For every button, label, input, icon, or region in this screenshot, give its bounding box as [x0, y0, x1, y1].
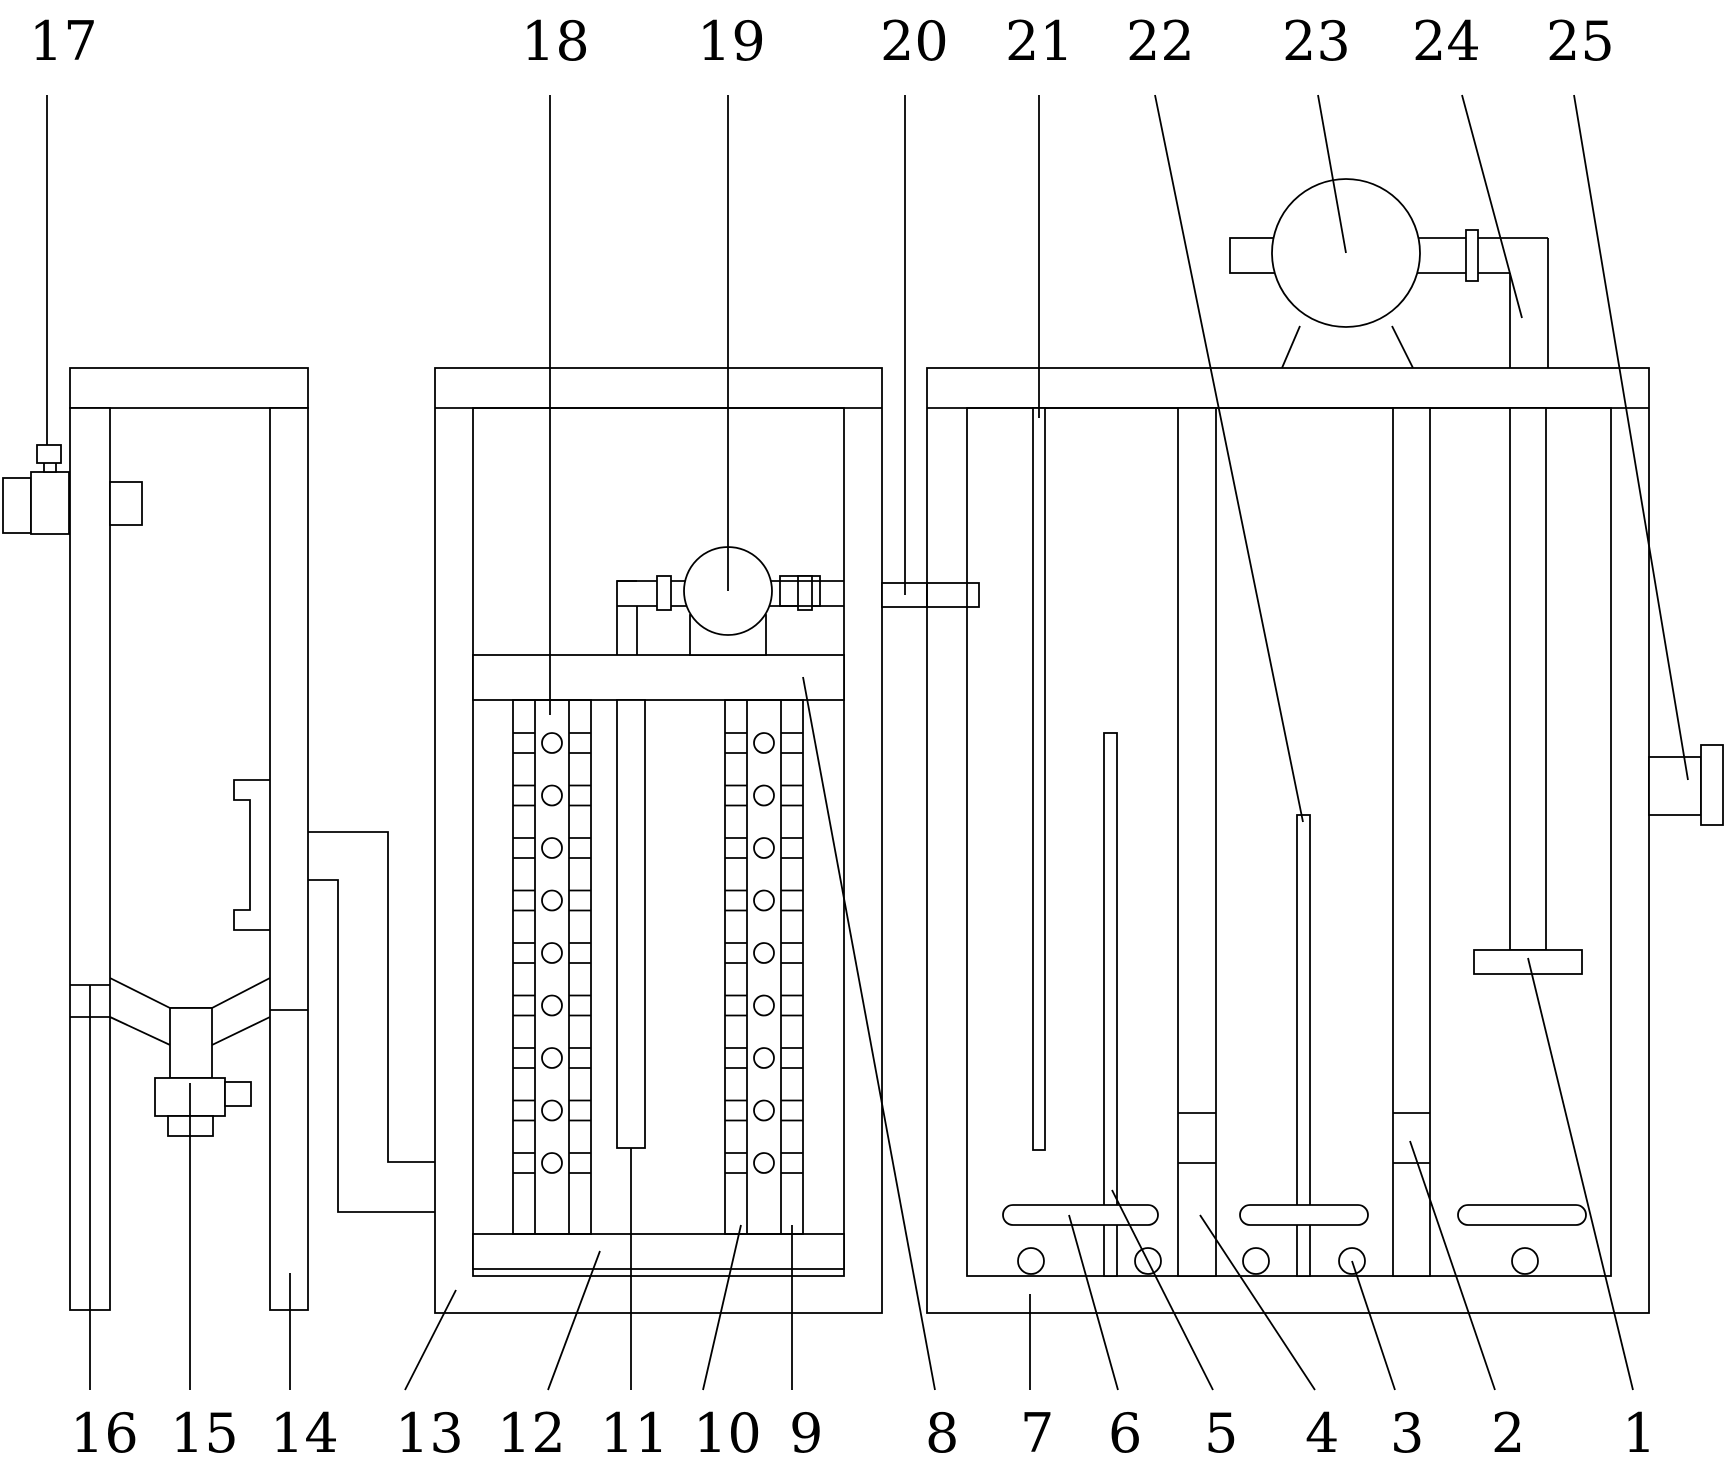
filter-hole [541, 942, 563, 964]
label-22: 22 [1126, 10, 1195, 73]
stirrer-shaft [1509, 407, 1547, 951]
aerator-bar-middle [1239, 1204, 1369, 1226]
inlet-stub [109, 481, 143, 526]
filter-hole [753, 1099, 775, 1122]
label-15: 15 [170, 1402, 239, 1463]
filter-hole [541, 1152, 563, 1174]
left-settling-tank [2, 367, 309, 1311]
label-1: 1 [1622, 1402, 1656, 1463]
label-19: 19 [697, 10, 766, 73]
label-10: 10 [693, 1402, 762, 1463]
level-probe [1032, 407, 1046, 1151]
inlet-valve [2, 444, 70, 535]
top-labels: 17 18 19 20 21 22 23 24 25 [29, 10, 1615, 73]
left-tank-right-wall [269, 407, 309, 1311]
label-9: 9 [789, 1402, 823, 1463]
funnel-bottom [109, 977, 271, 1079]
filter-hole [753, 1047, 775, 1069]
outlet-valve [1648, 744, 1724, 826]
aeration-pipe-left [1103, 732, 1118, 1277]
filter-hole [753, 889, 775, 912]
connecting-pipe [308, 831, 435, 1213]
center-pipe [616, 699, 646, 1149]
stirrer-motor [1229, 178, 1549, 369]
filter-hole [541, 784, 563, 807]
filter-hole [541, 732, 563, 754]
wall-bracket [233, 779, 270, 931]
label-6: 6 [1108, 1402, 1142, 1463]
filter-tank [434, 367, 883, 1314]
aerator-bar-left [1002, 1204, 1159, 1226]
bottom-labels: 16 15 14 13 12 11 10 9 8 7 6 5 4 3 2 1 [70, 1402, 1656, 1465]
label-2: 2 [1491, 1402, 1525, 1463]
label-4: 4 [1305, 1402, 1339, 1463]
label-13: 13 [395, 1402, 464, 1463]
label-17: 17 [29, 10, 98, 73]
filter-hole [541, 889, 563, 912]
leader-lines [46, 94, 1689, 1391]
aerator-bar-right [1457, 1204, 1587, 1226]
filter-column-left [512, 699, 592, 1235]
transfer-pipe [881, 582, 980, 608]
filter-hole [753, 784, 775, 807]
reaction-tank-outer [926, 367, 1650, 1314]
label-25: 25 [1546, 10, 1615, 73]
filter-hole [753, 942, 775, 964]
aeration-pipe-right [1296, 814, 1311, 1277]
filter-hole [753, 1152, 775, 1174]
filter-hole [541, 837, 563, 859]
label-16: 16 [70, 1402, 139, 1463]
filter-hole [753, 732, 775, 754]
reaction-tank-inner [966, 407, 1612, 1277]
reaction-tank [926, 178, 1724, 1314]
label-3: 3 [1390, 1402, 1424, 1463]
baffle-wall-2 [1392, 407, 1431, 1277]
filter-tank-inner [472, 407, 845, 1277]
filter-hole [753, 994, 775, 1017]
label-8: 8 [925, 1402, 959, 1463]
upper-support-plate [472, 654, 845, 701]
bottom-balls [1017, 1247, 1539, 1275]
filter-hole [753, 837, 775, 859]
label-20: 20 [880, 10, 949, 73]
baffle-wall-1 [1177, 407, 1217, 1277]
label-12: 12 [497, 1402, 566, 1463]
filter-hole [541, 994, 563, 1017]
circulation-pump [616, 546, 844, 656]
label-18: 18 [521, 10, 590, 73]
filter-tank-outer [434, 367, 883, 1314]
left-tank-top-plate [69, 367, 309, 409]
label-7: 7 [1020, 1402, 1054, 1463]
filter-hole [541, 1047, 563, 1069]
filter-column-right [724, 699, 804, 1235]
label-24: 24 [1412, 10, 1481, 73]
label-14: 14 [270, 1402, 339, 1463]
stirrer-paddle [1473, 949, 1583, 975]
label-5: 5 [1204, 1402, 1238, 1463]
filter-hole [541, 1099, 563, 1122]
drain-valve [154, 1077, 252, 1137]
label-11: 11 [600, 1402, 669, 1463]
label-21: 21 [1005, 10, 1074, 73]
lower-support-plate [472, 1233, 845, 1270]
label-23: 23 [1282, 10, 1351, 73]
